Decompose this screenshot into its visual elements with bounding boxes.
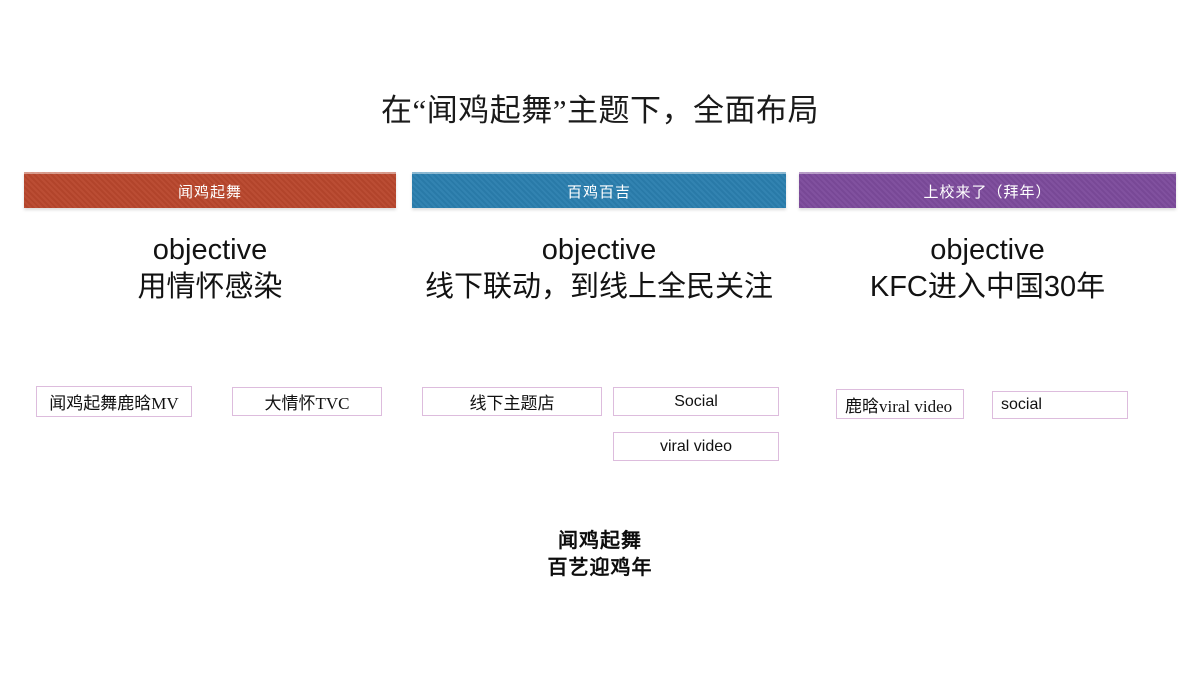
objective-text-3: KFC进入中国30年 — [869, 271, 1106, 303]
tactic-box-2-1[interactable]: 线下主题店 — [422, 387, 602, 416]
tactic-box-2-2[interactable]: Social — [613, 387, 779, 416]
objective-block-3: objective KFC进入中国30年 — [799, 232, 1176, 306]
footer-slogan-line-2: 百艺迎鸡年 — [547, 557, 653, 579]
objective-text-1: 用情怀感染 — [137, 271, 283, 303]
objective-label-1: objective — [152, 234, 268, 266]
objective-label-3: objective — [930, 234, 1045, 266]
objective-block-1: objective 用情怀感染 — [24, 232, 396, 306]
page-title: 在“闻鸡起舞”主题下，全面布局 — [380, 93, 820, 128]
footer-slogan-line-1: 闻鸡起舞 — [558, 530, 642, 552]
footer-slogan: 闻鸡起舞 百艺迎鸡年 — [0, 528, 1200, 582]
objective-text-2: 线下联动，到线上全民关注 — [424, 271, 773, 303]
column-header-bar-1[interactable]: 闻鸡起舞 — [24, 172, 396, 208]
column-header-label-2: 百鸡百吉 — [566, 184, 631, 201]
tactic-box-1-1[interactable]: 闻鸡起舞鹿晗MV — [36, 386, 192, 417]
column-header-label-1: 闻鸡起舞 — [177, 184, 242, 201]
objective-label-2: objective — [541, 234, 657, 266]
column-header-label-3: 上校来了（拜年） — [923, 184, 1052, 201]
tactic-box-3-1[interactable]: 鹿晗viral video — [836, 389, 964, 419]
tactic-box-3-2[interactable]: social — [992, 391, 1128, 419]
tactic-box-1-2[interactable]: 大情怀TVC — [232, 387, 382, 416]
column-header-bar-3[interactable]: 上校来了（拜年） — [799, 172, 1176, 208]
objective-block-2: objective 线下联动，到线上全民关注 — [412, 232, 786, 306]
tactic-box-2-3[interactable]: viral video — [613, 432, 779, 461]
column-header-bar-2[interactable]: 百鸡百吉 — [412, 172, 786, 208]
